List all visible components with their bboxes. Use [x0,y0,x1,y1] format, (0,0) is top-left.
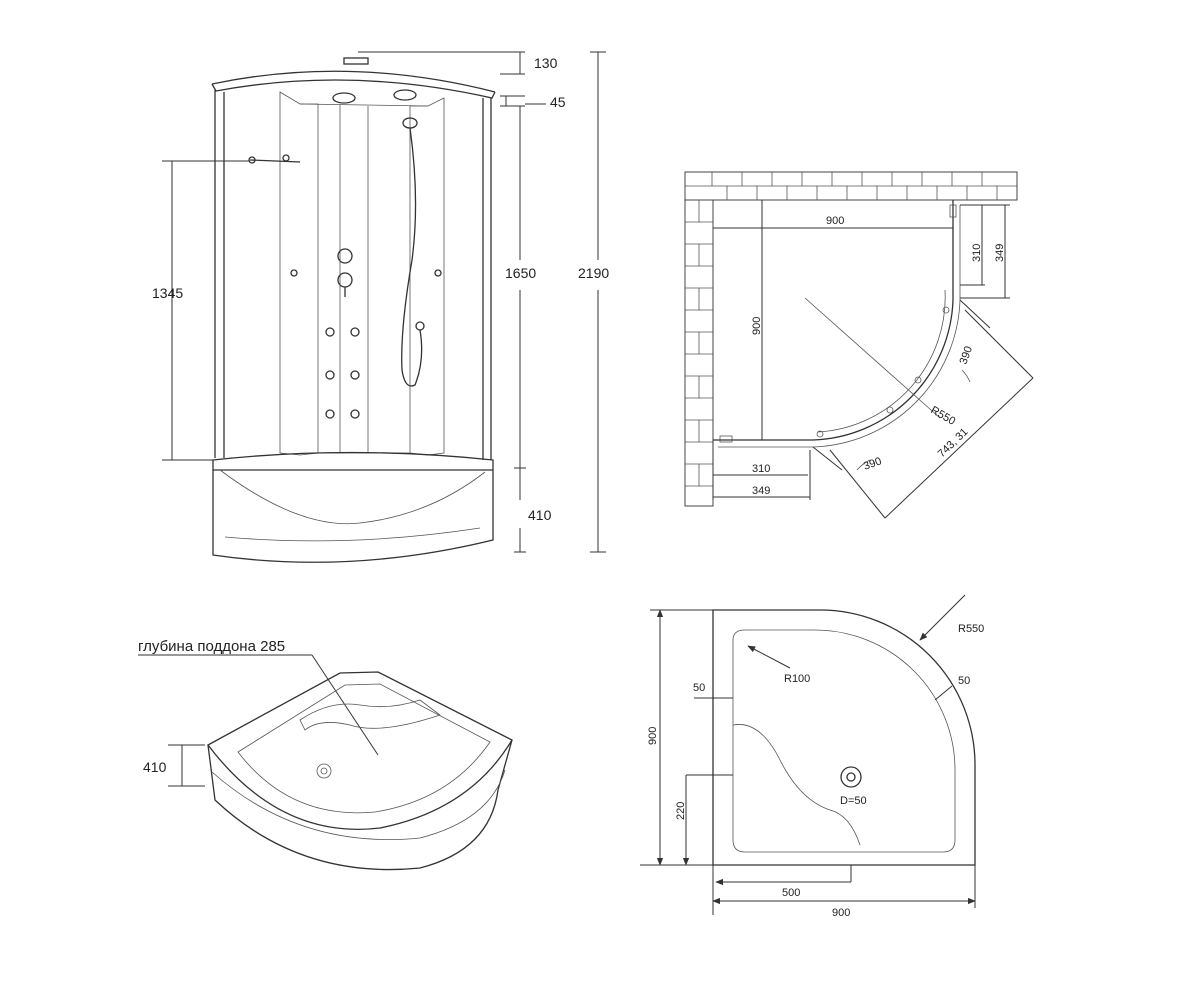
tray-height-900-label: 900 [647,727,659,745]
plan-349-right-label: 349 [994,244,1006,262]
front-view: 1345 130 45 1650 410 2190 [152,51,609,563]
dim-45-label: 45 [550,94,566,110]
plan-390-bottom-label: 390 [862,455,883,473]
dim-410-label: 410 [528,507,552,523]
tray-drain-label: D=50 [840,795,867,807]
tray-perspective: глубина поддона 285 410 [138,638,513,871]
tray-r550-label: R550 [958,623,984,635]
massage-jets [325,327,360,419]
cabin-roof [211,70,496,93]
plan-310-right-label: 310 [971,244,983,262]
plan-390-right-label: 390 [958,345,976,366]
drain-icon [316,763,332,779]
dim-130-label: 130 [534,55,558,71]
rain-shower-icon [393,89,417,101]
dim-1345-label: 1345 [152,285,183,301]
tray-height-label: 410 [143,759,167,775]
tray-offset-label: 500 [782,887,800,899]
tray-drain-icon [840,766,862,788]
tray-plan: D=50 R100 R550 50 50 900 220 500 900 [640,594,984,919]
tray-r100-label: R100 [784,673,810,685]
plan-view: 900 900 310 349 310 349 390 390 R550 743… [684,171,1034,519]
plan-width-label: 900 [826,215,844,227]
plan-349-bottom-label: 349 [752,485,770,497]
door-handle [249,159,301,163]
plan-radius-label: R550 [929,404,958,428]
tray-apron [212,470,494,563]
plan-diagonal-label: 743, 31 [936,426,971,460]
ceiling-light-icon [332,92,356,104]
tray-step-label: 220 [675,802,687,820]
side-panel-left [279,91,319,456]
mixer-knob-icon [337,248,353,264]
cabin-outline [713,200,954,441]
tray-depth-caption: глубина поддона 285 [138,638,285,655]
tray-rim [212,451,494,471]
shower-hose [401,127,423,387]
tray-rim-left-label: 50 [693,682,705,694]
tray-outline [712,609,976,866]
tray-top-rim [207,671,513,830]
plan-310-bottom-label: 310 [752,463,770,475]
tray-width-label: 900 [832,907,850,919]
brick-wall [684,171,1018,507]
tray-rim-right-label: 50 [958,675,970,687]
plan-height-label: 900 [751,317,763,335]
dim-2190-label: 2190 [578,265,609,281]
roof-fitting [343,57,369,65]
dim-1650-label: 1650 [505,265,536,281]
